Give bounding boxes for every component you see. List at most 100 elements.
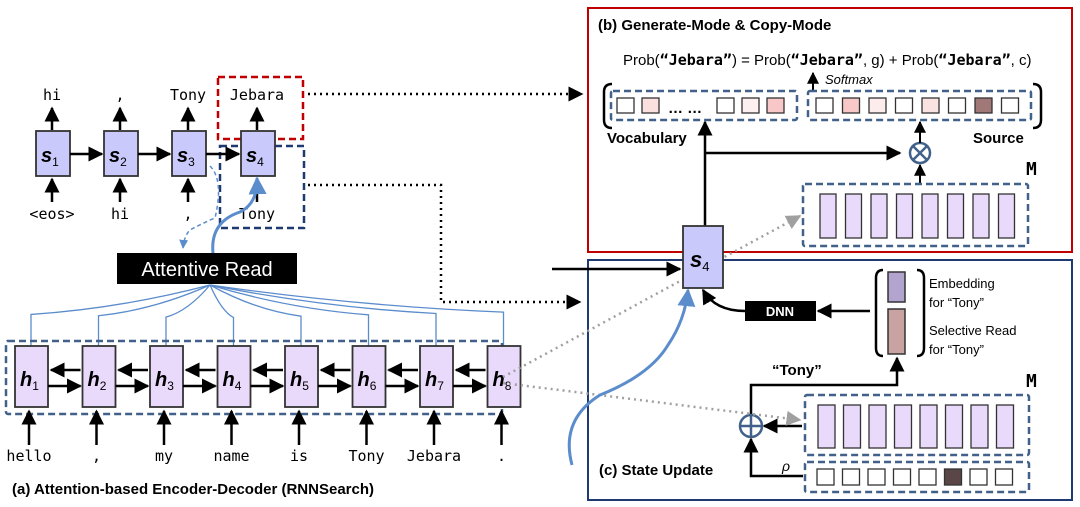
attention-line	[165, 284, 211, 346]
rho-cells	[816, 468, 1014, 486]
embedding-vector	[887, 271, 906, 303]
encoder-state	[81, 345, 117, 408]
decoder-input-token: hi	[111, 205, 129, 223]
encoder-state	[419, 345, 454, 408]
source-cell	[1000, 97, 1020, 114]
source-cell	[894, 97, 914, 114]
memory-box-b	[801, 182, 1030, 248]
multiply-icon	[908, 141, 932, 165]
encoder-state	[149, 345, 184, 408]
decoder-state-label: s4	[246, 145, 264, 169]
concat-left-bracket	[874, 268, 884, 358]
attention-line	[97, 284, 211, 346]
source-label: Source	[973, 130, 1024, 147]
memory-cell	[893, 404, 913, 449]
rho-label: ρ	[781, 458, 790, 474]
encoder-input-token: name	[213, 447, 249, 465]
decoder-output-token: Tony	[170, 86, 206, 104]
vocabulary-label: Vocabulary	[607, 130, 687, 147]
rho-cell	[918, 468, 937, 486]
encoder-state-label: h1	[20, 369, 39, 393]
memory-cells-b	[819, 193, 1016, 239]
vocabulary-cell	[766, 97, 785, 114]
attention-line	[209, 284, 437, 346]
rho-to-plus-arrow	[743, 437, 803, 478]
dnn-to-s4-arrow	[701, 288, 746, 313]
decoder-state-label: s3	[177, 145, 195, 169]
decoder-state	[103, 130, 139, 177]
source-box	[806, 89, 1033, 122]
rho-cell	[867, 468, 886, 486]
decoder-input-token: <eos>	[29, 205, 74, 223]
vocabulary-ellipsis: … …	[668, 100, 702, 117]
memory-cell	[817, 404, 836, 449]
rho-cell	[892, 468, 912, 486]
decoder-input-token: Tony	[239, 205, 275, 223]
attention-line	[209, 284, 370, 346]
selective-label-2: for “Tony”	[929, 342, 984, 357]
memory-cell	[970, 404, 989, 449]
source-cell	[841, 97, 861, 114]
source-cell	[974, 97, 993, 114]
decoder-input-token: ,	[183, 205, 192, 223]
encoder-state-label: h2	[88, 369, 107, 393]
concat-right-bracket	[916, 268, 926, 358]
vocabulary-cell	[641, 97, 660, 114]
plus-icon	[738, 413, 764, 439]
memory-cell	[842, 404, 862, 449]
attentive-read-label: Attentive Read	[141, 259, 272, 281]
memory-label-b: M	[1026, 159, 1037, 180]
panel-a-caption: (a) Attention-based Encoder-Decoder (RNN…	[12, 481, 374, 498]
attentive-read-to-s4-curve	[211, 176, 267, 254]
dnn-box	[745, 301, 816, 321]
softmax-label: Softmax	[825, 72, 873, 87]
encoder-input-token: Jebara	[407, 447, 461, 465]
memory-cell	[919, 404, 938, 449]
encoder-state-label: h7	[425, 369, 444, 393]
attention-lines	[30, 284, 505, 346]
panel-b-caption: (b) Generate-Mode & Copy-Mode	[598, 17, 831, 34]
embedding-label-1: Embedding	[929, 276, 995, 291]
encoder-input-token: is	[290, 447, 308, 465]
encoder-state	[216, 345, 252, 408]
memory-label-c: M	[1026, 371, 1037, 392]
source-cells	[815, 97, 1020, 114]
rho-box	[803, 460, 1031, 494]
rho-cell	[816, 468, 835, 486]
vocabulary-cells	[616, 97, 785, 114]
h8-to-memory-b-connector	[502, 214, 802, 379]
encoder: h1helloh2,h3myh4nameh5ish6Tonyh7Jebarah8…	[6, 345, 522, 465]
memory-cell	[868, 404, 887, 449]
tony-label: “Tony”	[772, 362, 822, 379]
memory-cell	[870, 193, 888, 239]
center-state-s4	[682, 225, 724, 289]
attentive-read-box	[117, 253, 297, 284]
attention-line	[209, 284, 505, 346]
encoder-input-token: .	[497, 447, 506, 465]
memory-cell	[819, 193, 837, 239]
encoder-state-label: h8	[493, 369, 512, 393]
encoder-state	[14, 345, 49, 408]
input-highlight-box	[218, 144, 306, 230]
encoder-state-label: h6	[358, 369, 377, 393]
encoder-input-token: my	[155, 447, 173, 465]
memory-box-c	[803, 393, 1031, 457]
vocabulary-box	[609, 89, 799, 122]
attention-line	[30, 284, 211, 346]
panel-b-frame	[587, 7, 1073, 253]
attention-line	[209, 284, 302, 346]
memory-cell	[921, 193, 939, 239]
source-cell	[947, 97, 967, 114]
memory-cells-c	[817, 404, 1015, 449]
selective-read-vector	[887, 308, 906, 355]
encoder-input-token: hello	[6, 447, 51, 465]
probability-formula: Prob(“Jebara”) = Prob(“Jebara”, g) + Pro…	[623, 51, 1032, 69]
encoder-state	[351, 345, 387, 408]
decoder-state	[171, 130, 207, 177]
attentive-read-to-center-s4-curve	[567, 288, 696, 466]
rho-cell	[969, 468, 988, 486]
vocabulary-cell	[741, 97, 760, 114]
decoder-state	[240, 130, 276, 177]
encoder-state-label: h4	[223, 369, 242, 393]
